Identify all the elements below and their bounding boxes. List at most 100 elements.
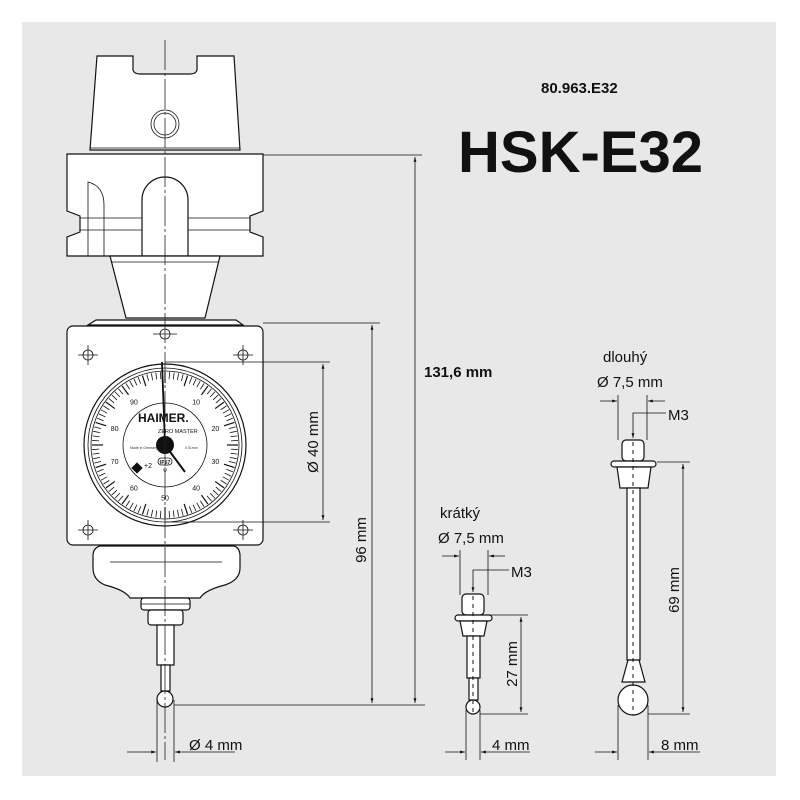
dial-tick xyxy=(150,373,154,381)
dial-tick xyxy=(224,472,232,477)
dial-tick xyxy=(146,508,149,516)
dial-tick xyxy=(176,509,180,517)
dial-tick xyxy=(172,510,175,518)
dial-tick xyxy=(96,417,104,422)
dial-tick xyxy=(230,435,238,438)
screw-icon xyxy=(78,520,98,540)
dial-tick xyxy=(137,506,142,514)
dial-scale-label: 60 xyxy=(130,485,138,492)
dial-tick xyxy=(114,492,121,499)
dial-scale-label: 80 xyxy=(111,426,119,433)
stylus-long-length: 69 mm xyxy=(666,567,683,613)
dial-tick xyxy=(100,476,108,481)
dial-tick xyxy=(222,476,230,481)
dial-tick xyxy=(111,394,118,401)
dial-tick xyxy=(183,375,189,387)
dial-needle xyxy=(161,361,166,446)
dial-tick xyxy=(141,375,147,387)
stylus-short: krátký Ø 7,5 mm M3 27 mm 4 mm xyxy=(438,505,532,760)
dial-tick xyxy=(98,413,106,418)
dial-tick xyxy=(181,374,184,382)
dim-body-length: 96 mm xyxy=(174,322,425,706)
dial-tick xyxy=(155,372,158,380)
dial-tick xyxy=(103,480,110,485)
dial-tick xyxy=(95,421,107,427)
dial-tick xyxy=(118,495,124,502)
dial-model: ZERO MASTER xyxy=(158,429,198,435)
dial-tick xyxy=(223,463,235,469)
total-length-label: 131,6 mm xyxy=(424,364,492,381)
dial-tick xyxy=(192,378,197,386)
dial-tick xyxy=(220,405,227,410)
stylus-long-diameter: Ø 7,5 mm xyxy=(597,374,663,391)
dial-tick xyxy=(229,456,237,460)
dial-tick xyxy=(94,426,102,429)
dial-tick xyxy=(196,502,201,510)
article-number: 80.963.E32 xyxy=(541,80,618,97)
dial-tick xyxy=(228,426,236,429)
dial-tick xyxy=(215,398,222,404)
dial-tick xyxy=(93,456,101,460)
dial-tick xyxy=(183,503,189,515)
dial-tick xyxy=(118,388,124,395)
dial-tick xyxy=(129,502,134,510)
stylus-short-length: 27 mm xyxy=(504,641,521,687)
dial-tick xyxy=(196,380,201,388)
dial-tick xyxy=(100,409,108,414)
dial-tick xyxy=(226,417,234,422)
stylus-short-diameter: Ø 7,5 mm xyxy=(438,530,504,547)
dial-tick xyxy=(114,391,121,398)
dim-total-length: 131,6 mm xyxy=(263,154,492,703)
dial-tick xyxy=(98,472,106,477)
dial-tick xyxy=(212,394,219,401)
dial-tick xyxy=(192,504,197,512)
dial-tick xyxy=(214,401,225,410)
dial-tick xyxy=(176,373,180,381)
dial-scale-label: 30 xyxy=(212,459,220,466)
dial-tick xyxy=(209,492,216,499)
probe-lower-body xyxy=(92,545,241,708)
dial-tick xyxy=(93,430,101,434)
product-title: HSK-E32 xyxy=(458,120,703,185)
dial-scale-label: 10 xyxy=(192,400,200,407)
dial-tick xyxy=(141,503,147,515)
stylus-short-thread: M3 xyxy=(511,564,532,581)
dial-scale-label: 20 xyxy=(212,426,220,433)
dial-tick xyxy=(222,409,230,414)
stylus-short-ball: 4 mm xyxy=(492,737,530,754)
dial-tick xyxy=(95,463,107,469)
dial-tick xyxy=(150,509,154,517)
dial-tick xyxy=(200,385,209,396)
stylus-long-label: dlouhý xyxy=(603,349,648,366)
dial-tick xyxy=(108,398,115,404)
dial-scale-label: 90 xyxy=(130,400,138,407)
stylus-long: dlouhý Ø 7,5 mm M3 69 mm 8 mm xyxy=(595,349,700,760)
dial-tick xyxy=(181,508,184,516)
dial-scale-label: 70 xyxy=(111,459,119,466)
dial-tick xyxy=(133,504,138,512)
dial-range-label: +2 xyxy=(144,463,152,470)
dial-tick xyxy=(226,468,234,473)
dial-tick xyxy=(200,494,209,505)
dial-resolution: 0,01mm xyxy=(185,446,198,450)
dial-tick xyxy=(125,500,130,507)
dial-tick xyxy=(94,461,102,464)
dial-tick xyxy=(121,385,130,396)
dial-tick xyxy=(200,383,205,390)
dial-tick xyxy=(96,468,104,473)
dial-ticks xyxy=(92,372,238,518)
stylus-long-ball: 8 mm xyxy=(661,737,699,754)
dial-tick xyxy=(230,452,238,455)
dial-tick xyxy=(220,480,227,485)
dial-scale-label: 40 xyxy=(192,485,200,492)
dial-tick xyxy=(105,480,116,489)
dial-tick xyxy=(214,480,225,489)
dial-tick xyxy=(92,435,100,438)
dial-tick xyxy=(108,486,115,492)
dial-tick xyxy=(133,378,138,386)
ball-diameter-label: Ø 4 mm xyxy=(189,737,242,754)
dial-tick xyxy=(212,489,219,496)
dial-tick xyxy=(224,413,232,418)
screw-icon xyxy=(233,520,253,540)
